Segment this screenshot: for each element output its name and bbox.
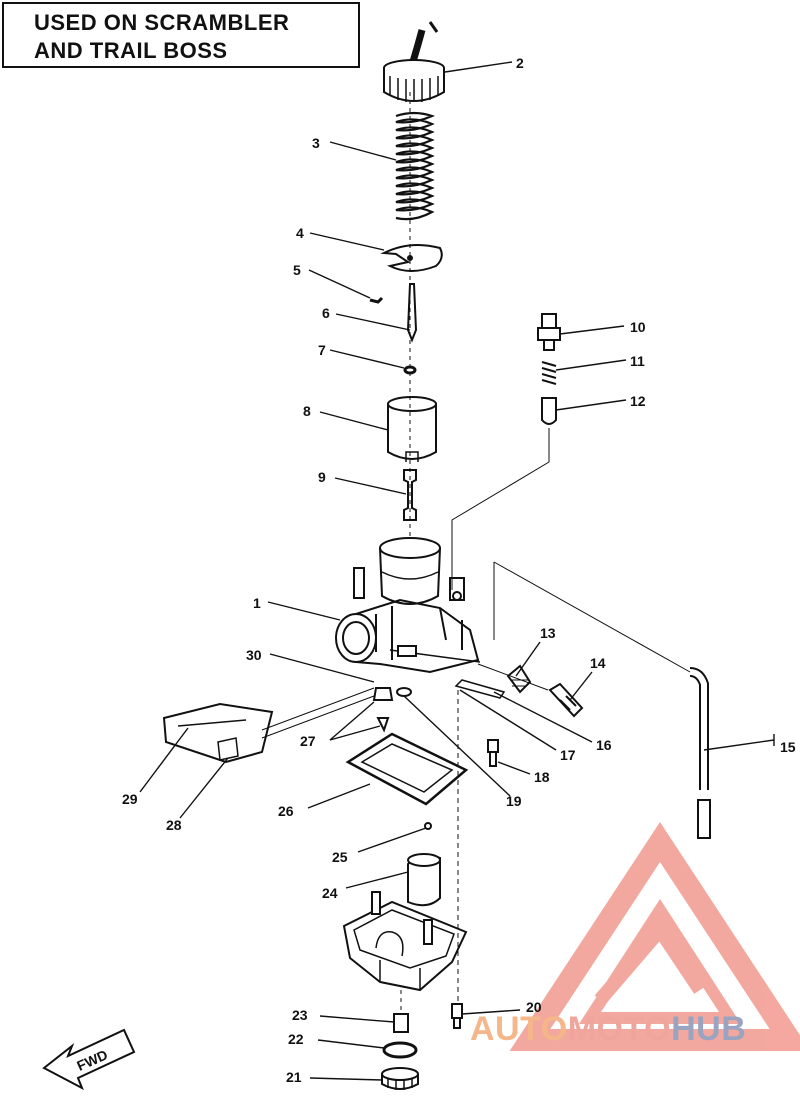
callout-19: 19 xyxy=(506,793,522,809)
callout-30: 30 xyxy=(246,647,262,663)
float xyxy=(407,853,441,907)
screw xyxy=(487,739,499,767)
needle-retainer-plate xyxy=(380,243,443,272)
leader-lines xyxy=(139,61,775,1081)
pilot-air-screw-set xyxy=(451,313,561,590)
callout-numbers: 1 2 3 4 5 6 7 8 9 10 11 12 13 14 15 16 1… xyxy=(122,55,796,1085)
title-line-1: USED ON SCRAMBLER xyxy=(34,10,290,35)
needle-clip xyxy=(369,296,384,304)
callout-4: 4 xyxy=(296,225,304,241)
callout-15: 15 xyxy=(780,739,796,755)
callout-28: 28 xyxy=(166,817,182,833)
callout-8: 8 xyxy=(303,403,311,419)
title-line-2: AND TRAIL BOSS xyxy=(34,38,228,63)
carb-cap xyxy=(383,21,445,102)
callout-6: 6 xyxy=(322,305,330,321)
drain-screw xyxy=(451,690,463,1029)
cable-adjuster-set xyxy=(454,663,584,718)
overflow-hose xyxy=(493,561,711,839)
callout-29: 29 xyxy=(122,791,138,807)
float-pin-washer xyxy=(396,687,412,697)
callout-13: 13 xyxy=(540,625,556,641)
callout-3: 3 xyxy=(312,135,320,151)
callout-9: 9 xyxy=(318,469,326,485)
callout-22: 22 xyxy=(288,1031,304,1047)
throttle-spring xyxy=(395,111,436,221)
o-ring xyxy=(382,1041,418,1059)
watermark-text: AUTOMOTOHUB xyxy=(470,1010,746,1049)
jet-needle xyxy=(406,283,418,343)
throttle-valve xyxy=(387,396,437,462)
callout-24: 24 xyxy=(322,885,338,901)
callout-27: 27 xyxy=(300,733,316,749)
callout-1: 1 xyxy=(253,595,261,611)
callout-14: 14 xyxy=(590,655,606,671)
callout-18: 18 xyxy=(534,769,550,785)
title-box: USED ON SCRAMBLER AND TRAIL BOSS xyxy=(2,2,360,68)
callout-17: 17 xyxy=(560,747,576,763)
float-pin xyxy=(424,822,432,830)
callout-16: 16 xyxy=(596,737,612,753)
fwd-arrow xyxy=(42,1028,136,1091)
watermark-part-2: MOTO xyxy=(567,1010,672,1048)
watermark-part-3: HUB xyxy=(671,1010,747,1048)
callout-26: 26 xyxy=(278,803,294,819)
callout-5: 5 xyxy=(293,262,301,278)
drain-plug xyxy=(381,1067,419,1090)
callout-25: 25 xyxy=(332,849,348,865)
callout-2: 2 xyxy=(516,55,524,71)
callout-23: 23 xyxy=(292,1007,308,1023)
callout-10: 10 xyxy=(630,319,646,335)
float-level-gauge xyxy=(162,687,375,764)
callout-7: 7 xyxy=(318,342,326,358)
watermark-logo xyxy=(509,821,800,1051)
callout-20: 20 xyxy=(526,999,542,1015)
callout-12: 12 xyxy=(630,393,646,409)
float-bowl xyxy=(342,891,468,992)
callout-11: 11 xyxy=(630,353,645,369)
carburetor-body xyxy=(335,537,481,674)
float-bowl-gasket xyxy=(345,732,469,806)
watermark-part-1: AUTO xyxy=(470,1010,568,1048)
main-jet xyxy=(393,990,409,1033)
callout-21: 21 xyxy=(286,1069,302,1085)
float-valve-seat xyxy=(372,687,394,733)
